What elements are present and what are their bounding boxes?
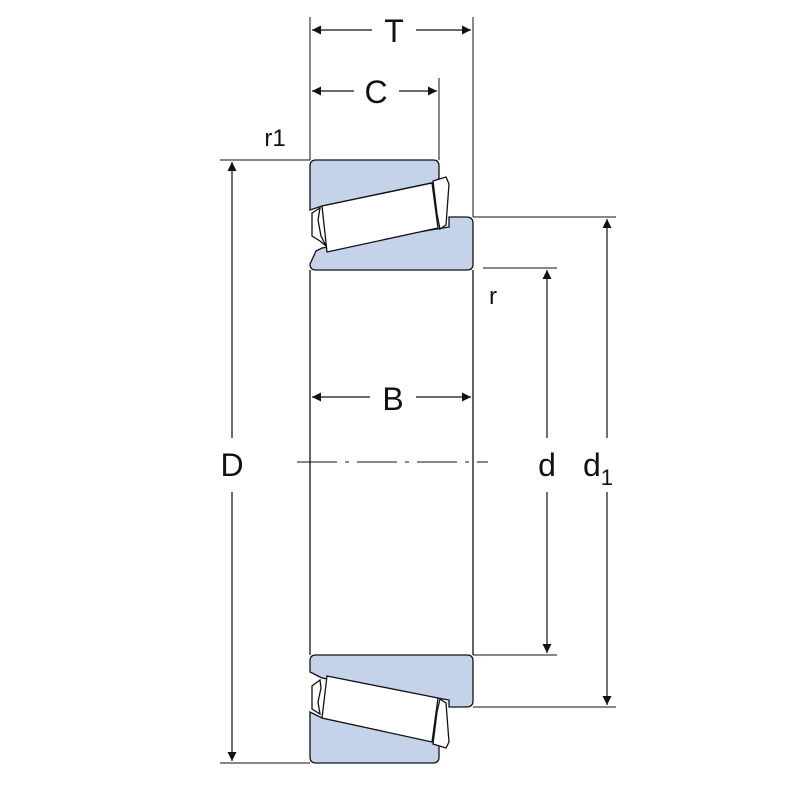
outer-ring-bottom [309,710,440,764]
cage-bottom-right [432,697,450,749]
dimension-lines [227,25,612,761]
label-r: r [489,283,497,310]
label-d1-sub: 1 [601,465,613,490]
label-t: T [384,13,404,49]
roller-bottom [321,675,439,743]
top-section [309,159,474,271]
inner-ring-top [309,216,474,271]
cage-bottom-left [311,678,322,716]
label-d-bore: d [538,447,556,483]
cage-top-left [311,206,327,247]
label-c: C [364,74,387,110]
label-r1: r1 [264,125,285,152]
roller-top [321,182,439,253]
label-d-outer: D [220,447,243,483]
label-d1: d1 [583,447,613,490]
extension-lines [220,17,616,764]
label-b: B [382,381,403,417]
label-d1-base: d [583,447,601,483]
cage-top-right [432,176,450,231]
inner-ring-bottom [309,654,474,708]
bottom-section [309,654,474,764]
